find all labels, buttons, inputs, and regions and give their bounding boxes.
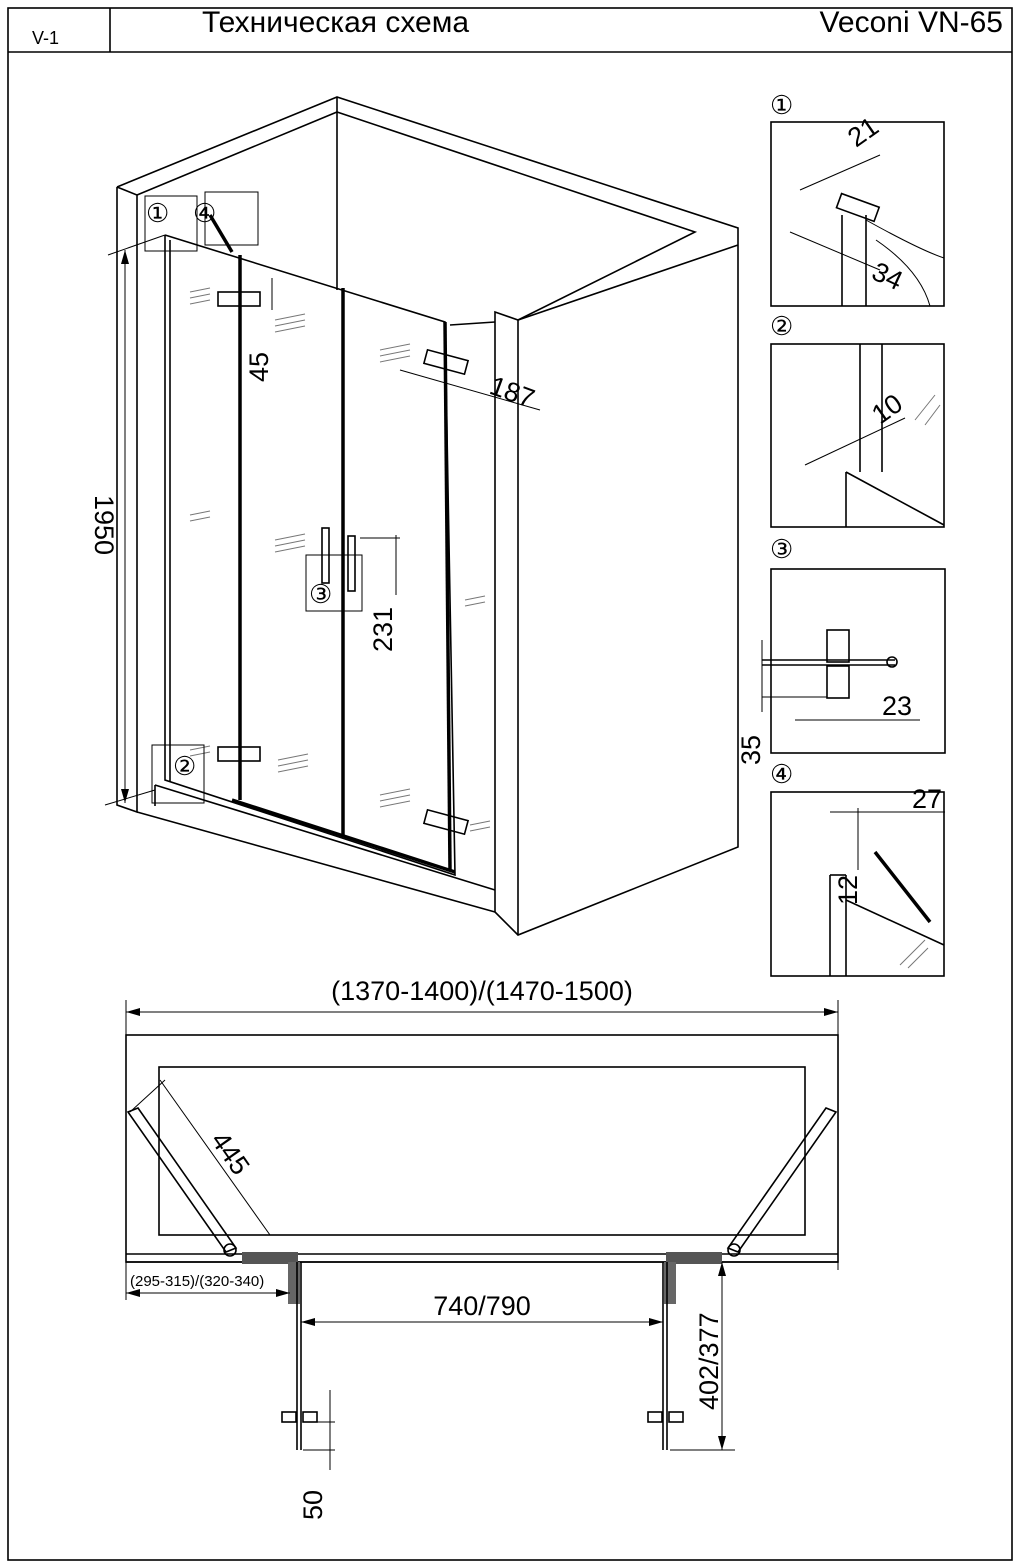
- hinge-icon: [217, 746, 261, 762]
- door-handle-right: [347, 535, 356, 592]
- callout-marker: ①: [146, 198, 169, 228]
- dim-hinge-offset: 45: [244, 352, 274, 382]
- detail-4: ④ 27 12: [770, 759, 945, 977]
- callout-box-1: [144, 195, 198, 252]
- detail-2: ② 10: [770, 311, 945, 528]
- support-arm: [208, 214, 234, 253]
- dim-side-width: (295-315)/(320-340): [130, 1273, 264, 1290]
- dim-top-hinge: 187: [486, 370, 539, 414]
- dim-detail-1-b: 34: [867, 256, 907, 296]
- callout-marker: ③: [309, 579, 332, 609]
- plan-view: (1370-1400)/(1470-1500) 445 (295-315)/(3…: [125, 976, 839, 1520]
- callout-marker: ②: [173, 751, 196, 781]
- detail-marker: ①: [770, 90, 793, 120]
- dim-detail-1-a: 21: [842, 111, 884, 153]
- dim-detail-2: 10: [866, 388, 908, 430]
- perspective-enclosure: [116, 96, 739, 936]
- callout-marker: ④: [193, 198, 216, 228]
- detail-marker: ③: [770, 534, 793, 564]
- callout-box-2: [151, 744, 205, 804]
- dim-door-opening: 740/790: [433, 1291, 531, 1321]
- dim-height: 1950: [89, 495, 119, 555]
- callout-box-3: [305, 554, 363, 612]
- dim-detail-3-b: 35: [736, 735, 766, 765]
- dim-bottom-gap: 50: [298, 1490, 328, 1520]
- detail-1: ① 21 34: [770, 90, 945, 307]
- page-title: Техническая схема: [202, 6, 469, 39]
- shower-doors: ① ④ ② ③: [144, 191, 496, 877]
- detail-marker: ②: [770, 311, 793, 341]
- hinge-icon: [217, 291, 261, 307]
- dim-detail-4-b: 12: [833, 875, 863, 905]
- hinge-icon: [422, 808, 470, 836]
- hinge-icon: [422, 348, 470, 376]
- detail-3: ③ 23 35: [736, 534, 946, 765]
- dim-detail-4-a: 27: [912, 784, 942, 814]
- perspective-dimensions: 1950 45 187 231: [89, 234, 541, 806]
- dim-arm-length: 445: [205, 1126, 255, 1180]
- detail-marker: ④: [770, 759, 793, 789]
- callout-box-4: [204, 191, 259, 246]
- sheet-code: V-1: [32, 28, 59, 48]
- dim-handle-height: 231: [368, 607, 398, 652]
- dim-total-width: (1370-1400)/(1470-1500): [331, 976, 633, 1006]
- drawing-frame: [7, 7, 1013, 1561]
- dim-door-swing: 402/377: [694, 1312, 724, 1410]
- dim-detail-3-a: 23: [882, 691, 912, 721]
- model-name: Veconi VN-65: [820, 6, 1003, 39]
